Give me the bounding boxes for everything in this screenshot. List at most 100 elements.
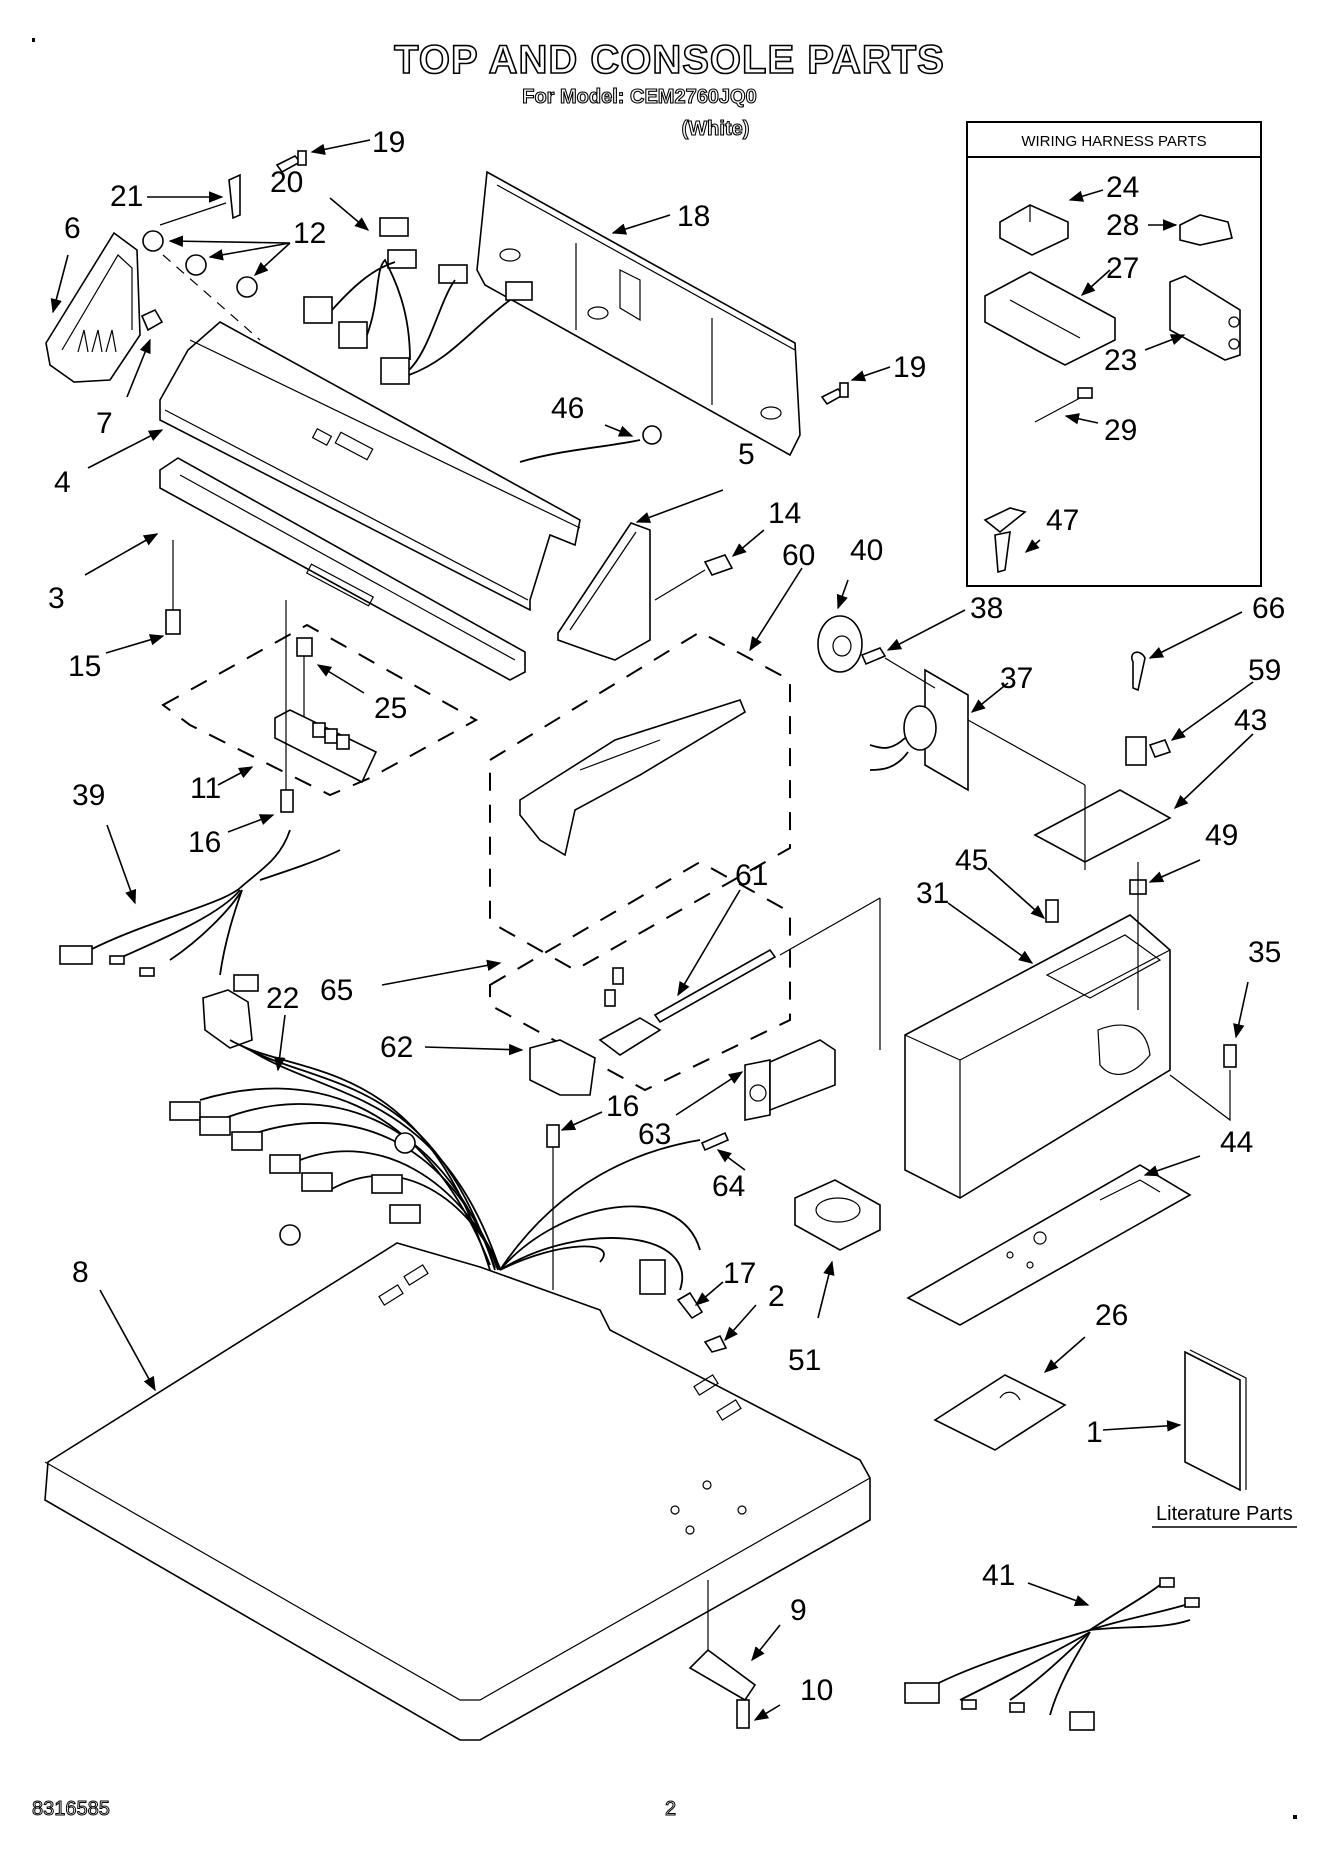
part-47-clip[interactable] [983,507,1027,574]
part-65-mounting-plate[interactable] [598,967,662,1056]
callout-17: 17 [723,1257,756,1290]
part-29-terminal-pin[interactable] [1034,387,1093,423]
callout-24: 24 [1106,171,1139,204]
literature-parts-label: Literature Parts [1156,1503,1293,1525]
callout-41: 41 [982,1559,1015,1592]
registration-mark [1293,1815,1297,1819]
part-14-clip[interactable] [703,554,734,576]
part-49-nut[interactable] [1129,862,1147,1010]
part-27-multi-connector[interactable] [984,271,1116,366]
model-number: For Model: CEM2760JQ0 [522,85,758,108]
callout-62: 62 [380,1031,413,1064]
callout-10: 10 [800,1674,833,1707]
callout-12: 12 [293,217,326,250]
callout-31: 31 [916,877,949,910]
part-12-indicator-lights[interactable] [142,230,258,298]
part-8-top-panel[interactable] [44,1242,871,1741]
callout-8: 8 [72,1256,89,1289]
assembly-outline-65 [489,860,791,1092]
callout-27: 27 [1106,252,1139,285]
callout-37: 37 [1000,662,1033,695]
part-1-literature-booklet[interactable] [1184,1349,1247,1492]
callout-18: 18 [677,200,710,233]
part-4-console[interactable] [159,321,581,612]
callout-39: 39 [72,779,105,812]
part-26-pad[interactable] [933,1374,1067,1451]
part-18-rear-panel[interactable] [476,170,801,457]
part-3-console-base[interactable] [159,457,526,681]
part-19-screw[interactable] [275,150,307,174]
callout-29: 29 [1104,414,1137,447]
page-number: 2 [665,1798,676,1820]
part-40-knob[interactable] [817,615,863,673]
part-20-switch-assembly[interactable] [303,217,533,385]
part-61-rod[interactable] [653,948,777,1024]
part-2-clip[interactable] [703,1334,728,1353]
callout-19-right: 19 [893,351,926,384]
callout-28: 28 [1106,209,1139,242]
part-43-cover-plate[interactable] [1033,789,1172,863]
part-60-latch-assembly[interactable] [519,699,747,857]
assembly-outline-11 [161,623,479,797]
callout-66: 66 [1252,592,1285,625]
part-51-lamp-cover[interactable] [794,1179,881,1251]
part-44-control-panel-label[interactable] [906,1164,1192,1326]
callout-21: 21 [110,180,143,213]
part-63-lamp-socket[interactable] [744,1039,836,1121]
part-11-push-button-switch[interactable] [274,709,378,784]
part-64-bulb[interactable] [700,1131,730,1152]
part-19-screw-right[interactable] [820,382,849,406]
callout-9: 9 [790,1594,807,1627]
callout-19-top: 19 [372,126,405,159]
part-10-screw[interactable] [736,1699,750,1729]
part-22-main-harness[interactable] [169,989,701,1295]
callout-16-lower: 16 [606,1090,639,1123]
callout-61: 61 [735,859,768,892]
callout-43: 43 [1234,704,1267,737]
callout-44: 44 [1220,1126,1253,1159]
part-17-screw[interactable] [676,1291,704,1320]
part-39-wiring-harness[interactable] [59,829,341,992]
part-66-key[interactable] [1131,651,1146,692]
callout-59: 59 [1248,654,1281,687]
callout-40: 40 [850,534,883,567]
part-15-screw[interactable] [165,540,181,635]
callout-38: 38 [970,592,1003,625]
part-41-wiring-harness[interactable] [904,1577,1200,1731]
callout-63: 63 [638,1118,671,1151]
callout-2: 2 [768,1280,785,1313]
callout-51: 51 [788,1344,821,1377]
part-25-relay[interactable] [296,637,313,720]
part-62-bracket[interactable] [529,1039,596,1096]
part-5-end-cap-right[interactable] [557,522,651,661]
part-31-control-housing[interactable] [904,914,1171,1199]
wiring-harness-heading: WIRING HARNESS PARTS [1021,133,1206,150]
callout-60: 60 [782,539,815,572]
part-23-two-pin-connector[interactable] [1169,275,1241,361]
part-37-timer-motor[interactable] [869,668,969,792]
part-45-screw[interactable] [1045,899,1059,923]
callout-4: 4 [54,466,71,499]
callout-5: 5 [738,438,755,471]
callout-16-upper: 16 [188,826,221,859]
callout-20: 20 [270,166,303,199]
part-59-lock[interactable] [1125,736,1172,766]
callout-49: 49 [1205,819,1238,852]
part-28-terminal-housing[interactable] [1179,214,1233,246]
part-6-end-cap-left[interactable] [45,231,141,383]
callout-1: 1 [1086,1416,1103,1449]
part-24-connector[interactable] [999,204,1069,256]
callout-35: 35 [1248,936,1281,969]
part-9-bracket[interactable] [688,1648,757,1702]
part-21-bracket[interactable] [228,173,241,220]
part-16-screw-lower[interactable] [546,1124,560,1290]
part-35-screw[interactable] [1169,1044,1237,1122]
part-38-screw[interactable] [860,647,936,689]
part-16-screw[interactable] [280,600,294,813]
registration-mark [32,38,35,42]
part-7-screw[interactable] [140,308,164,332]
callout-25: 25 [374,692,407,725]
part-46-ground-wire[interactable] [519,425,662,463]
callout-22: 22 [266,982,299,1015]
